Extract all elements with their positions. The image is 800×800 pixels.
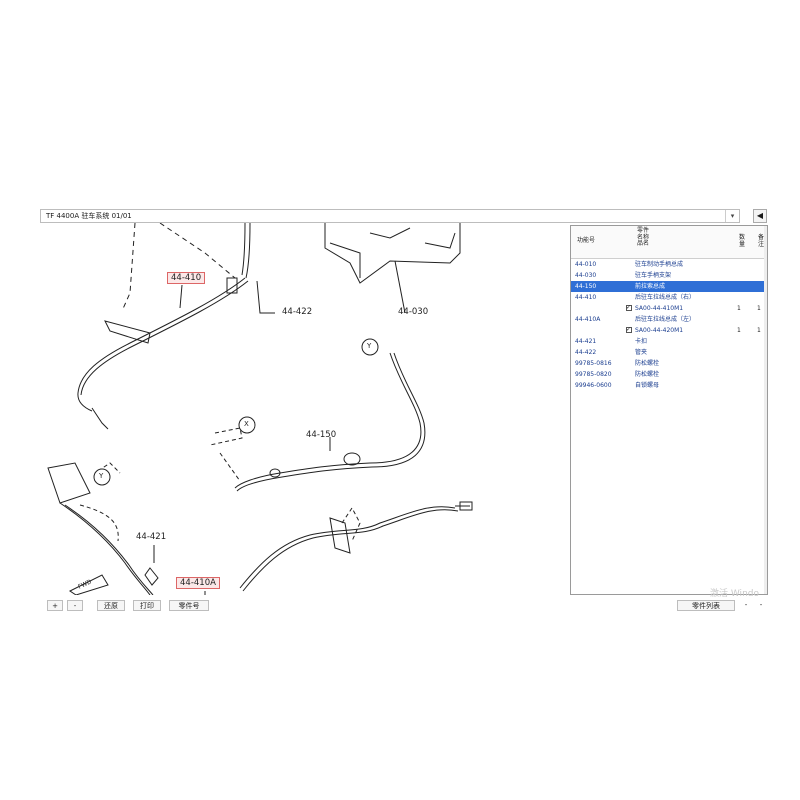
- parts-list-row[interactable]: 44-422 管夹: [571, 347, 767, 358]
- part-code: 44-421: [575, 338, 597, 345]
- restore-button[interactable]: 还原: [97, 600, 125, 611]
- part-name: 前拉索总成: [635, 283, 666, 290]
- diagram-drawing: [47, 223, 473, 595]
- part-name: 后驻车拉线总成（左）: [635, 316, 696, 323]
- parts-list-row[interactable]: SA00-44-420M1 1 1: [571, 324, 767, 336]
- part-name: 驻车制动手柄总成: [635, 261, 684, 268]
- part-code: 99785-0820: [575, 371, 612, 378]
- parts-diagram[interactable]: 44-410 44-422 44-030 44-150 44-421 44-41…: [30, 223, 560, 595]
- part-quantity: 1: [737, 305, 741, 312]
- part-quantity: 1: [737, 327, 741, 334]
- parts-list-row[interactable]: 44-030 驻车手柄支架: [571, 270, 767, 281]
- parts-list-row[interactable]: 44-150 前拉索总成: [571, 281, 767, 292]
- part-remark: 1: [757, 327, 761, 334]
- diagram-selector-dropdown[interactable]: TF 4400A 驻车系统 01/01 ▾: [40, 209, 740, 223]
- part-name: 卡扣: [635, 338, 648, 345]
- zoom-in-button[interactable]: +: [47, 600, 63, 611]
- part-number-button[interactable]: 零件号: [169, 600, 209, 611]
- part-name: 驻车手柄支架: [635, 272, 672, 279]
- part-name: 自锁螺母: [635, 382, 660, 389]
- part-name: SA00-44-410M1: [635, 305, 684, 312]
- part-name: 管夹: [635, 349, 648, 356]
- collapse-panel-button[interactable]: ◀: [753, 209, 767, 223]
- callout-44-422[interactable]: 44-422: [282, 307, 313, 317]
- parts-list-header: 功能号 零件 名称 品名 数 量 备 注: [571, 226, 767, 259]
- checkbox-icon[interactable]: [626, 302, 632, 313]
- activation-watermark: 激活 Windo: [710, 589, 759, 599]
- parts-list-row[interactable]: 44-010 驻车制动手柄总成: [571, 259, 767, 270]
- part-code: 99785-0816: [575, 360, 612, 367]
- part-name: 后驻车拉线总成（右）: [635, 294, 696, 301]
- page-next-button[interactable]: -: [759, 601, 763, 609]
- part-code: 44-422: [575, 349, 597, 356]
- callout-44-421[interactable]: 44-421: [136, 532, 167, 542]
- parts-list-row[interactable]: 44-410A 后驻车拉线总成（左）: [571, 314, 767, 325]
- parts-list-row[interactable]: SA00-44-410M1 1 1: [571, 302, 767, 314]
- parts-list-scrollbar[interactable]: [764, 226, 767, 594]
- checkbox-icon[interactable]: [626, 324, 632, 335]
- part-code: 44-150: [575, 283, 597, 290]
- chevron-down-icon[interactable]: ▾: [725, 210, 739, 222]
- parts-list-row[interactable]: 99785-0820 防松螺栓: [571, 369, 767, 380]
- part-remark: 1: [757, 305, 761, 312]
- part-name: SA00-44-420M1: [635, 327, 684, 334]
- callout-44-410a[interactable]: 44-410A: [176, 577, 220, 589]
- part-name: 防松螺栓: [635, 371, 660, 378]
- parts-list-button[interactable]: 零件列表: [677, 600, 735, 611]
- diagram-title: TF 4400A 驻车系统 01/01: [46, 212, 132, 220]
- callout-44-410[interactable]: 44-410: [167, 272, 206, 284]
- zoom-out-button[interactable]: -: [67, 600, 83, 611]
- parts-list-row[interactable]: 99785-0816 防松螺栓: [571, 358, 767, 369]
- header-code[interactable]: 功能号: [577, 237, 596, 244]
- part-code: 44-030: [575, 272, 597, 279]
- header-part-name[interactable]: 零件 名称 品名: [637, 227, 650, 247]
- page-prev-button[interactable]: -: [744, 601, 748, 609]
- part-code: 44-410A: [575, 316, 601, 323]
- header-quantity[interactable]: 数 量: [739, 234, 746, 248]
- part-code: 44-410: [575, 294, 597, 301]
- reference-y-label: Y: [367, 342, 372, 350]
- parts-list-row[interactable]: 99946-0600 自锁螺母: [571, 380, 767, 391]
- callout-44-150[interactable]: 44-150: [306, 430, 337, 440]
- parts-list-panel: 功能号 零件 名称 品名 数 量 备 注 44-010 驻车制动手柄总成 44-03…: [570, 225, 768, 595]
- part-code: 44-010: [575, 261, 597, 268]
- parts-list-row[interactable]: 44-410 后驻车拉线总成（右）: [571, 292, 767, 303]
- callout-44-030[interactable]: 44-030: [398, 307, 429, 317]
- header-remark[interactable]: 备 注: [758, 234, 765, 248]
- print-button[interactable]: 打印: [133, 600, 161, 611]
- reference-x-label: X: [244, 420, 249, 428]
- part-code: 99946-0600: [575, 382, 612, 389]
- part-name: 防松螺栓: [635, 360, 660, 367]
- reference-y-label-2: Y: [99, 472, 104, 480]
- parts-list-row[interactable]: 44-421 卡扣: [571, 336, 767, 347]
